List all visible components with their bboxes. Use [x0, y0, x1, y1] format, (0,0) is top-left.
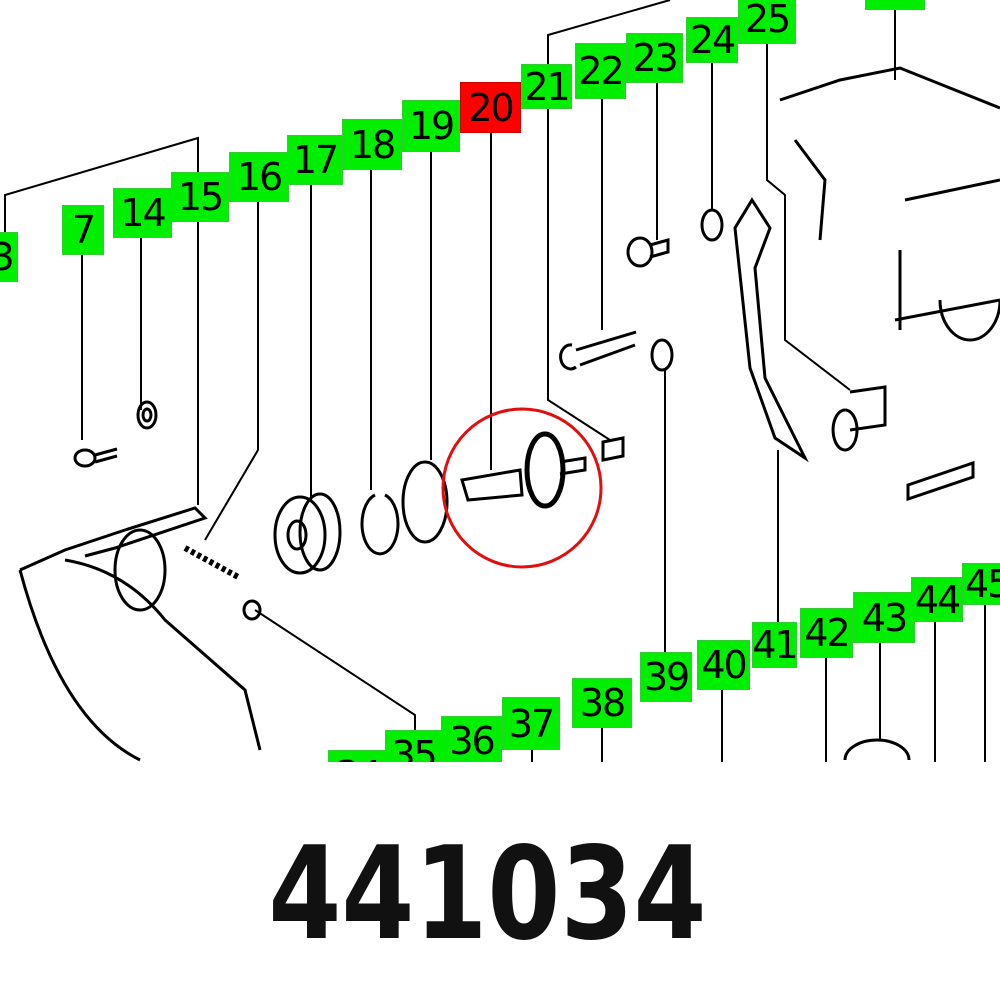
- label-20-highlighted[interactable]: 20: [460, 82, 521, 133]
- washer-14: [136, 400, 158, 430]
- pin: [906, 460, 975, 502]
- label-38[interactable]: 38: [572, 678, 632, 728]
- nut-35: [242, 599, 262, 621]
- label-34[interactable]: 34: [328, 750, 388, 762]
- leader-13: [4, 136, 199, 505]
- bearing-17: [273, 495, 327, 575]
- screw-22: [559, 330, 637, 371]
- label-44[interactable]: 44: [911, 577, 963, 622]
- circlip-18: [360, 493, 400, 556]
- label-26[interactable]: 26: [865, 0, 925, 10]
- parts-drawing: [4, 0, 1000, 762]
- label-35[interactable]: 35: [385, 730, 442, 762]
- shaft-20: [460, 468, 524, 502]
- label-7[interactable]: 7: [62, 205, 104, 255]
- pin-21: [601, 436, 625, 462]
- gear-20: [524, 431, 566, 509]
- leader-35: [254, 609, 416, 740]
- label-37[interactable]: 37: [502, 697, 560, 750]
- highlight-circle: [441, 407, 603, 569]
- label-23[interactable]: 23: [626, 33, 683, 83]
- label-15[interactable]: 15: [171, 172, 229, 222]
- label-45[interactable]: 45: [962, 562, 1000, 606]
- bushing: [831, 385, 887, 452]
- nut-43: [843, 738, 911, 761]
- part-number: 441034: [268, 820, 707, 969]
- label-17[interactable]: 17: [287, 135, 343, 185]
- lever-15: [18, 506, 262, 762]
- o-ring-19: [401, 460, 449, 544]
- screw-7: [73, 447, 118, 468]
- label-41[interactable]: 41: [752, 622, 799, 668]
- leader-25: [766, 44, 851, 391]
- label-14[interactable]: 14: [113, 188, 172, 238]
- label-24[interactable]: 24: [686, 17, 738, 63]
- label-16[interactable]: 16: [229, 152, 289, 202]
- label-43[interactable]: 43: [853, 592, 915, 643]
- label-39[interactable]: 39: [640, 652, 692, 702]
- label-19[interactable]: 19: [402, 100, 460, 152]
- label-25[interactable]: 25: [738, 0, 796, 44]
- label-18[interactable]: 18: [342, 119, 402, 170]
- label-42[interactable]: 42: [800, 608, 853, 658]
- label-40[interactable]: 40: [697, 640, 750, 690]
- guard-plate-41: [733, 197, 809, 463]
- washer-39: [650, 338, 674, 372]
- label-13[interactable]: 13: [0, 232, 18, 282]
- leader-16: [204, 202, 259, 541]
- exploded-parts-diagram: 13 7 14 15 16 17 18 19 20 21 22 23 24 25…: [0, 0, 1000, 762]
- label-36[interactable]: 36: [441, 716, 502, 762]
- washer-24: [700, 208, 724, 242]
- label-21[interactable]: 21: [521, 64, 572, 109]
- label-22[interactable]: 22: [575, 43, 626, 99]
- screw-23: [626, 236, 654, 268]
- housing-26: [779, 66, 1000, 342]
- spring-16: [183, 545, 242, 581]
